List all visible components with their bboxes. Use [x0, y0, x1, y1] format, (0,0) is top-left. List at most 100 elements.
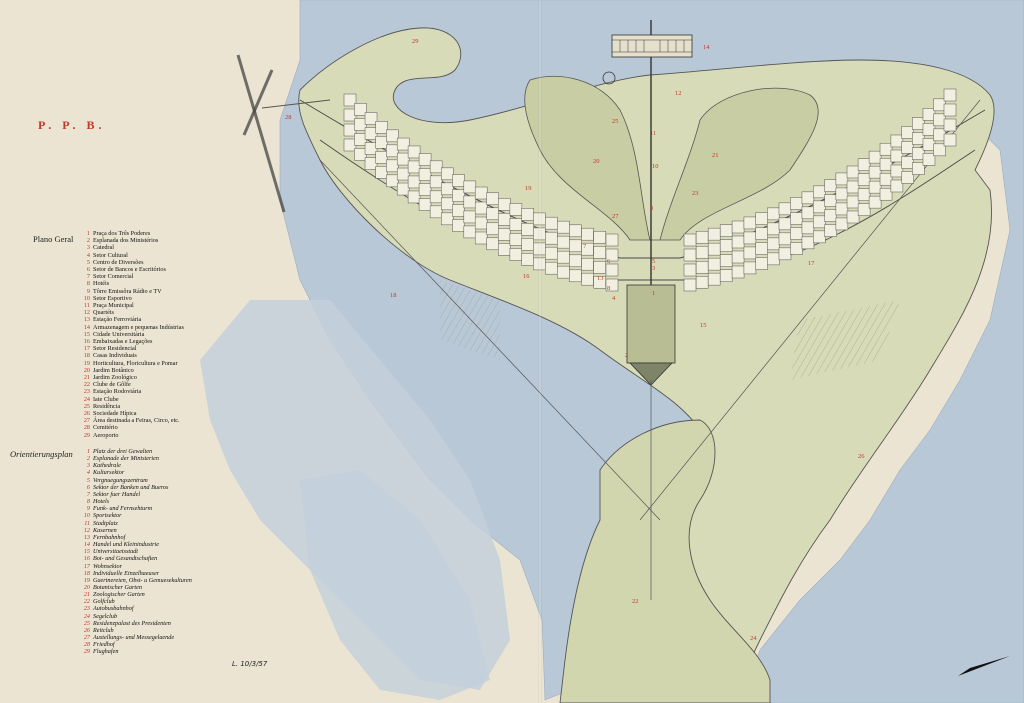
- legend-item-number: 10: [83, 294, 90, 302]
- legend-item-label: Zoologischer Garten: [93, 591, 145, 599]
- legend-item-label: Setor Esportivo: [93, 294, 132, 302]
- superblock: [486, 207, 499, 221]
- superblock: [857, 203, 871, 216]
- legend-item-label: Estação Ferroviária: [93, 316, 142, 324]
- superblock: [755, 257, 768, 270]
- superblock: [418, 198, 432, 211]
- legend-item-label: Friedhof: [93, 641, 115, 649]
- superblock: [695, 275, 709, 289]
- legend-item-label: Setor Comercial: [93, 273, 134, 281]
- legend-item-label: Área destinada a Feiras, Circo, etc.: [93, 417, 180, 425]
- superblock: [767, 207, 780, 221]
- superblock: [890, 179, 904, 193]
- superblock: [824, 194, 837, 207]
- legend-item-number: 20: [83, 583, 90, 591]
- presidential-palace: [611, 34, 693, 58]
- superblock: [683, 278, 697, 292]
- superblock: [605, 233, 619, 247]
- legend-item-label: Esplanada dos Ministérios: [93, 237, 159, 245]
- legend-item-label: Tôrre Emissôra Rádio e TV: [93, 287, 162, 295]
- legend-item-number: 29: [83, 648, 90, 656]
- superblock: [486, 237, 499, 251]
- superblock: [943, 118, 957, 132]
- legend-item-number: 2: [86, 455, 90, 463]
- superblock: [407, 175, 421, 189]
- superblock: [364, 112, 378, 125]
- legend-item-label: Residência: [93, 402, 121, 410]
- plan-label: 18: [390, 292, 397, 299]
- legend-item-number: 28: [83, 641, 90, 649]
- superblock: [407, 160, 421, 174]
- superblock: [801, 191, 815, 205]
- superblock: [581, 272, 594, 286]
- superblock: [857, 173, 871, 186]
- legend-item-number: 15: [83, 548, 90, 556]
- legend-item-number: 25: [83, 402, 90, 410]
- superblock: [452, 189, 465, 202]
- superblock: [890, 149, 904, 163]
- superblock: [545, 261, 558, 275]
- superblock: [824, 224, 837, 237]
- runway-2: [242, 69, 274, 136]
- superblock: [933, 113, 946, 127]
- plan-label: 24: [750, 635, 757, 642]
- superblock: [933, 98, 946, 112]
- plan-label: 4: [612, 295, 616, 302]
- legend-item-number: 4: [86, 469, 90, 477]
- legend-item-number: 3: [86, 462, 90, 470]
- plan-label: 16: [523, 273, 530, 280]
- superblock: [778, 232, 792, 246]
- legend-item-number: 18: [83, 352, 90, 360]
- superblock: [755, 227, 768, 240]
- plan-label: 10: [652, 163, 659, 170]
- plan-label: 27: [612, 213, 619, 220]
- superblock: [343, 93, 357, 107]
- legend-item-number: 6: [86, 266, 90, 274]
- superblock: [429, 205, 443, 219]
- superblock: [835, 172, 849, 186]
- superblock: [497, 198, 511, 211]
- superblock: [801, 221, 815, 235]
- plan-label: 2: [625, 352, 629, 359]
- superblock: [835, 187, 849, 201]
- superblock: [778, 202, 792, 216]
- airport-road: [261, 99, 331, 109]
- superblock: [767, 252, 780, 266]
- superblock: [912, 147, 925, 160]
- legend-item-label: Setor de Bancos e Escritórios: [93, 266, 166, 274]
- superblock: [396, 167, 410, 181]
- plan-label: 20: [593, 158, 600, 165]
- legend-item-label: Setor Cultural: [93, 251, 128, 259]
- legend-item-label: Residenzpalast des Presidenten: [93, 619, 171, 627]
- superblock: [922, 123, 936, 136]
- legend-item-number: 24: [83, 395, 90, 403]
- superblock: [474, 231, 488, 245]
- fold-crease: [538, 0, 542, 703]
- legend-item-label: Golfclub: [93, 598, 115, 606]
- plan-label: 6: [607, 258, 611, 265]
- superblock: [486, 192, 499, 206]
- legend-item-label: Cemitério: [93, 424, 118, 432]
- superblock: [497, 228, 511, 241]
- superblock: [497, 243, 511, 256]
- legend-item-number: 19: [83, 576, 90, 584]
- legend-item-label: Sektor der Banken und Bueros: [93, 483, 169, 491]
- legend-item-number: 1: [86, 230, 90, 237]
- north-arrow-icon: [958, 656, 1010, 676]
- legend-item-label: Universitaetsstadt: [93, 548, 139, 556]
- legend-item-number: 13: [83, 533, 90, 541]
